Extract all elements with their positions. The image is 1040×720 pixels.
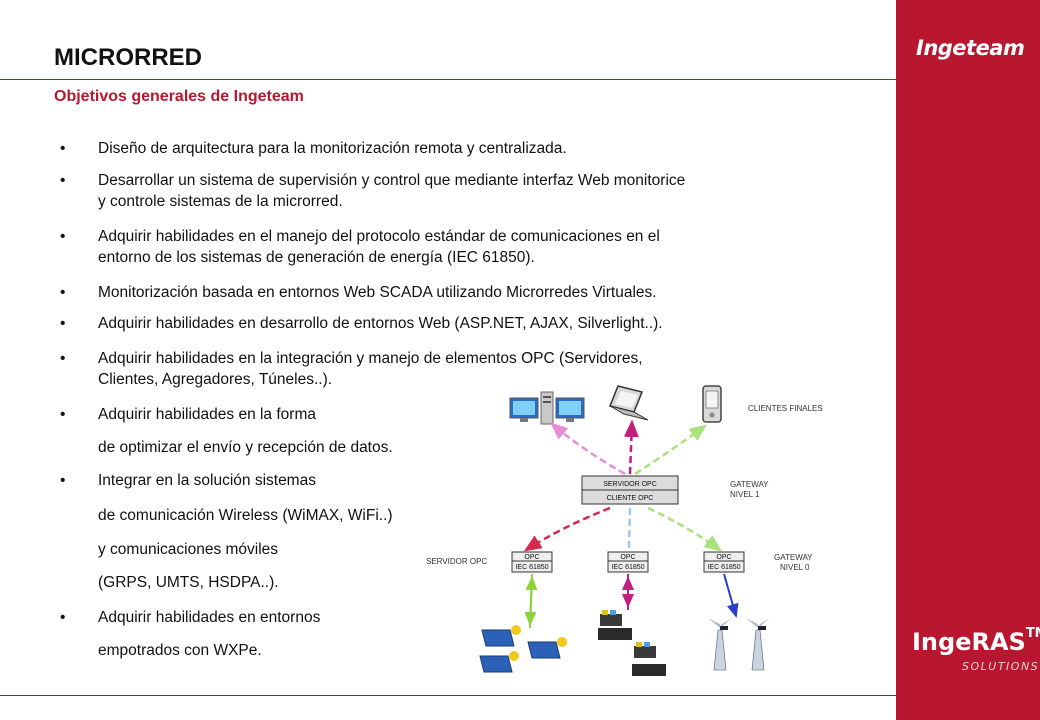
link-gateway-pda [634, 424, 708, 476]
laptop-icon [608, 385, 649, 421]
opc-node-wind-bottom: IEC 61850 [707, 564, 740, 571]
bullet-text: Adquirir habilidades en desarrollo de en… [98, 315, 663, 332]
gateway-nivel0-label-line2: NIVEL 0 [780, 563, 810, 572]
bullet-text: de optimizar el envío y recepción de dat… [98, 439, 393, 456]
bullet-marker: • [60, 284, 66, 301]
brand-sidebar [896, 0, 1040, 720]
opc-node-battery: OPC IEC 61850 [607, 551, 649, 573]
ingeras-logo-text: IngeRAS [912, 628, 1026, 656]
bullet-text: Monitorización basada en entornos Web SC… [98, 284, 657, 301]
bullet-text: Desarrollar un sistema de supervisión y … [98, 172, 686, 189]
bullet-marker: • [60, 315, 66, 332]
bullet-marker: • [60, 406, 66, 423]
bullet-marker: • [60, 172, 66, 189]
link-gateway-opc-battery [627, 507, 632, 551]
bullet-text: entorno de los sistemas de generación de… [98, 249, 535, 266]
bullet-text: y comunicaciones móviles [98, 541, 279, 558]
bullet-text: Diseño de arquitectura para la monitoriz… [98, 140, 567, 157]
link-opc-wind-field [723, 573, 739, 618]
servidor-opc-box-label: SERVIDOR OPC [603, 481, 657, 488]
opc-node-solar-top: OPC [524, 554, 539, 561]
opc-node-battery-bottom: IEC 61850 [611, 564, 644, 571]
link-gateway-desktop [550, 422, 626, 476]
pda-icon [702, 385, 722, 423]
bullet-marker: • [60, 609, 66, 626]
bullet-text: Adquirir habilidades en entornos [98, 609, 321, 626]
opc-node-solar-bottom: IEC 61850 [515, 564, 548, 571]
ingeras-solutions-text: SOLUTIONS [962, 660, 1040, 673]
bullet-text: Clientes, Agregadores, Túneles..). [98, 371, 333, 388]
link-gateway-laptop [623, 419, 639, 475]
bullet-text: Integrar en la solución sistemas [98, 472, 316, 489]
link-gateway-opc-wind [647, 506, 723, 552]
bullet-text: (GRPS, UMTS, HSDPA..). [98, 574, 279, 591]
page-title: MICRORRED [54, 44, 202, 71]
bullet-marker: • [60, 472, 66, 489]
gateway-nivel0-label-line1: GATEWAY [774, 553, 813, 562]
title-divider [0, 79, 896, 80]
ingeras-logo: IngeRASTM [912, 626, 1040, 656]
opc-node-solar: OPC IEC 61850 [511, 551, 553, 573]
opc-node-battery-top: OPC [620, 554, 635, 561]
bullet-marker: • [60, 140, 66, 157]
battery-rack-icon [598, 610, 666, 676]
cliente-opc-box-label: CLIENTE OPC [607, 495, 654, 502]
servidor-opc-label: SERVIDOR OPC [426, 557, 487, 566]
footer-divider [0, 695, 896, 696]
solar-panel-icon [479, 625, 567, 673]
bullet-text: Adquirir habilidades en la forma [98, 406, 316, 423]
gateway-nivel1-label-line1: GATEWAY [730, 480, 769, 489]
bullet-text: y controle sistemas de la microrred. [98, 193, 343, 210]
bullet-text: de comunicación Wireless (WiMAX, WiFi..) [98, 507, 393, 524]
clientes-finales-label: CLIENTES FINALES [748, 404, 823, 413]
desktop-pc-icon [509, 391, 585, 425]
architecture-diagram: CLIENTES FINALES SERVIDOR OPC CLIENTE OP… [426, 385, 823, 676]
gateway-nivel1-label-line2: NIVEL 1 [730, 490, 760, 499]
trademark-mark: TM [1025, 626, 1040, 641]
link-gateway-opc-solar [523, 506, 611, 552]
opc-node-wind: OPC IEC 61850 [703, 551, 745, 573]
bullet-marker: • [60, 228, 66, 245]
bullet-text: Adquirir habilidades en la integración y… [98, 350, 643, 367]
bullet-text: empotrados con WXPe. [98, 642, 262, 659]
ingeteam-logo: Ingeteam [916, 36, 1025, 60]
wind-turbine-icon [708, 618, 770, 671]
page-subtitle: Objetivos generales de Ingeteam [54, 88, 304, 105]
opc-node-wind-top: OPC [716, 554, 731, 561]
bullet-text: Adquirir habilidades en el manejo del pr… [98, 228, 660, 245]
bullet-marker: • [60, 350, 66, 367]
